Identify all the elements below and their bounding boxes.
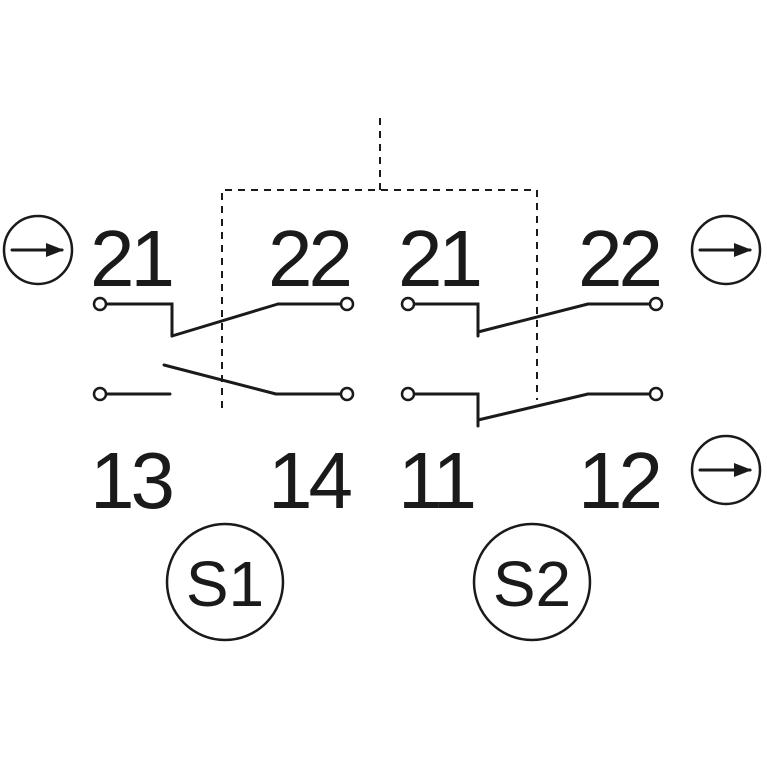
switch-s2-badge: S2	[472, 522, 592, 642]
switch-s2-label: S2	[493, 548, 571, 620]
node-s1-13	[92, 386, 108, 402]
node-s2-22	[648, 296, 664, 312]
arrow-right-bottom-icon	[690, 434, 762, 506]
terminal-s1-21: 21	[90, 214, 171, 303]
node-s1-21	[92, 296, 108, 312]
arrow-right-top-icon	[690, 214, 762, 286]
terminal-s2-12: 12	[578, 436, 659, 525]
switch-s1-contacts	[92, 296, 355, 402]
terminal-s1-13: 13	[90, 436, 171, 525]
terminal-s2-22: 22	[578, 214, 659, 303]
terminal-s2-11: 11	[398, 436, 474, 525]
node-s2-11	[400, 386, 416, 402]
switch-s1-badge: S1	[165, 522, 285, 642]
terminal-s1-22: 22	[268, 214, 349, 303]
switch-s2-contacts	[400, 296, 664, 428]
node-s1-14	[339, 386, 355, 402]
node-s2-12	[648, 386, 664, 402]
terminal-s2-21: 21	[398, 214, 479, 303]
mechanical-linkage	[221, 118, 538, 408]
node-s2-21	[400, 296, 416, 312]
switch-s1-label: S1	[186, 548, 264, 620]
arrow-left-top-icon	[2, 214, 74, 286]
node-s1-22	[339, 296, 355, 312]
terminal-s1-14: 14	[268, 436, 351, 525]
